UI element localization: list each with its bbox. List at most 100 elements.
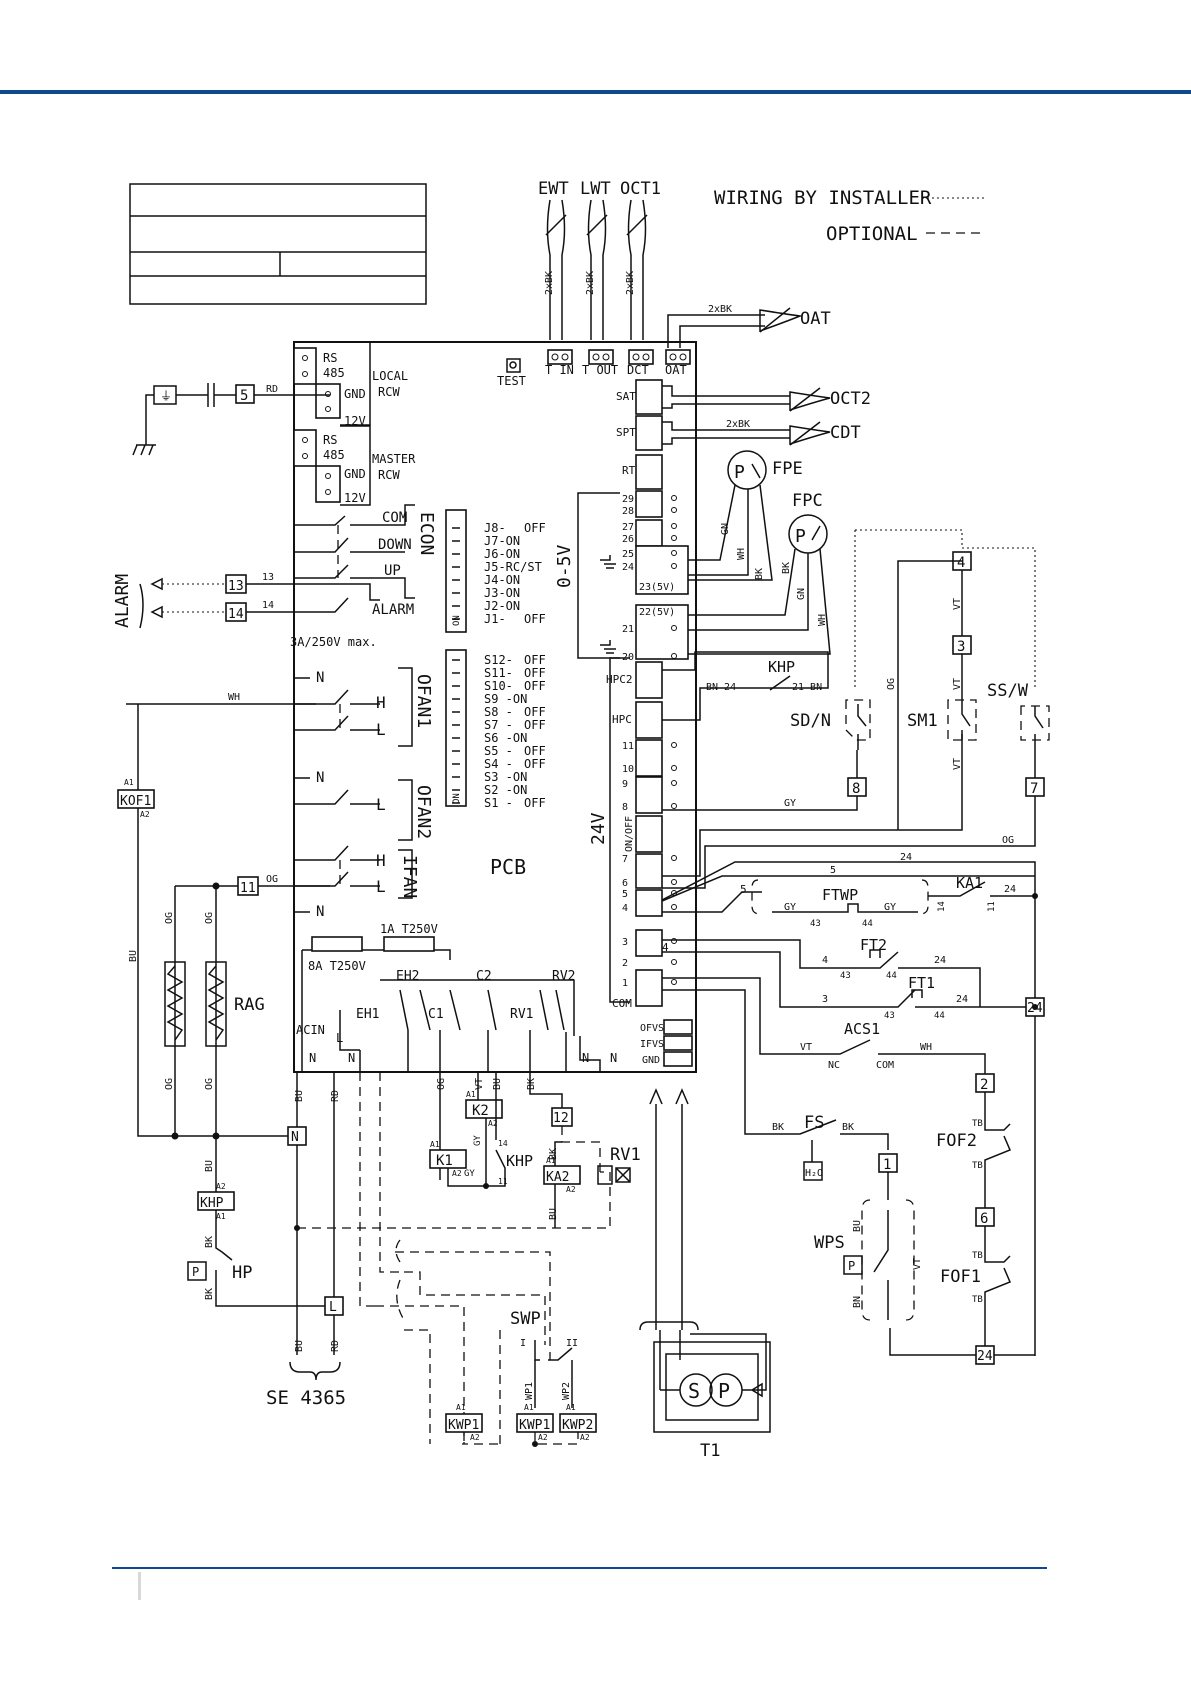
wire-5b: 5 — [740, 883, 747, 896]
jumper-label: J7-ON — [484, 534, 520, 548]
econ-com: COM — [382, 510, 407, 526]
switch-on-label: ON — [452, 793, 462, 804]
wire-label-oat: 2xBK — [708, 304, 732, 315]
pcb-pin-number: 26 — [622, 534, 634, 545]
switch-state: OFF — [524, 744, 546, 758]
fpc-gn: GN — [796, 588, 807, 600]
jumper-state: OFF — [524, 521, 546, 535]
legend-installer-label: WIRING BY INSTALLER — [714, 187, 932, 209]
legend: WIRING BY INSTALLER OPTIONAL — [714, 187, 985, 245]
hp-p: P — [192, 1265, 199, 1279]
ft1-24: 24 — [956, 994, 968, 1005]
pcb-right-connectors: SAT SPT RT HPC2 HPC ON/OFF COM O — [606, 379, 693, 1067]
pcb-label: PCB — [490, 855, 526, 879]
kof1-label: KOF1 — [120, 794, 151, 809]
wire-wh-ofan1: WH — [228, 692, 240, 703]
pcb-pin — [671, 550, 677, 556]
swp-ii: II — [566, 1338, 578, 1349]
c2-label: C2 — [476, 969, 492, 984]
fuse2-label: 1A T250V — [380, 922, 438, 936]
c1-label: C1 — [428, 1007, 444, 1022]
wire-label-oct1: 2xBK — [625, 271, 636, 295]
hp-bk2: BK — [204, 1288, 215, 1300]
swp-i: I — [520, 1338, 526, 1349]
pcb-pin-number: 2 — [622, 958, 628, 969]
legend-optional-label: OPTIONAL — [826, 223, 918, 245]
rag-og4: OG — [204, 1078, 215, 1090]
term-n: N — [291, 1130, 299, 1145]
wire-5: 5 — [830, 865, 836, 876]
pcb-pin — [671, 855, 677, 861]
acin-rd: RD — [330, 1090, 341, 1102]
spt-label: SPT — [616, 426, 636, 439]
khp-hpc: KHP BN 24 21 BN — [662, 651, 829, 721]
switch-label: S6 -ON — [484, 731, 527, 745]
svg-text:RCW: RCW — [378, 468, 400, 482]
pcb-pin — [671, 535, 677, 541]
hpc-label: HPC — [612, 713, 632, 726]
acin-n1: N — [309, 1051, 316, 1065]
pcb-pin-number: 20 — [622, 652, 634, 663]
pcb-pin-number: 8 — [622, 802, 628, 813]
sm1-vt3: VT — [952, 758, 963, 770]
hp-bk1: BK — [204, 1236, 215, 1248]
k2-a1: A1 — [466, 1090, 476, 1099]
pcb-outline — [293, 341, 697, 1073]
wire-label-ewt: 2xBK — [544, 271, 555, 295]
wire-og-7: OG — [1002, 835, 1014, 846]
gnd2-label: GND — [642, 1055, 660, 1066]
ft2-43: 43 — [840, 971, 851, 981]
rag-og3: OG — [164, 1078, 175, 1090]
switch-state: OFF — [524, 796, 546, 810]
t4: 4 — [662, 941, 669, 954]
wps-p: P — [848, 1259, 855, 1273]
t1-p: P — [718, 1379, 730, 1403]
ofan1-label: OFAN1 — [413, 674, 434, 728]
pcb-pin — [671, 803, 677, 809]
k2-vt: VT — [474, 1078, 485, 1090]
header-rule — [0, 90, 1191, 94]
rs485-local: RS 485 GND 12V LOCAL RCW — [293, 341, 408, 428]
k1-gy: GY — [464, 1169, 475, 1179]
pcb-pin — [671, 959, 677, 965]
pcb-pin-number: 9 — [622, 779, 628, 790]
og-sd: OG — [886, 678, 897, 690]
ifan-label: IFAN — [399, 855, 420, 898]
ifan-h: H — [376, 851, 386, 870]
term-1: 1 — [883, 1157, 891, 1173]
jumper-label: J6-ON — [484, 547, 520, 561]
term-l: L — [329, 1300, 337, 1315]
ofan2-n: N — [316, 770, 324, 786]
fof1-tb1: TB — [972, 1251, 983, 1261]
master-12v-label: 12V — [344, 491, 366, 505]
test-button — [506, 358, 521, 373]
pcb-pin-number: 3 — [622, 937, 628, 948]
rail-0-5v-label: 0-5V — [554, 544, 575, 588]
pcb-pin — [671, 507, 677, 513]
jumper-label: J1- — [484, 612, 506, 626]
ifan-n: N — [316, 904, 324, 920]
ka1-24: 24 — [1004, 884, 1016, 895]
rs485-master: RS 485 GND 12V MASTER RCW — [293, 425, 416, 506]
switch-label: S9 -ON — [484, 692, 527, 706]
hp-label: HP — [232, 1263, 252, 1283]
k1-a1: A1 — [430, 1140, 440, 1149]
sm1-vt1: VT — [952, 598, 963, 610]
kof1-a2: A2 — [140, 810, 150, 819]
acs1-vt: VT — [800, 1042, 812, 1053]
ifvs-label: IFVS — [640, 1039, 664, 1050]
pcb-pin — [671, 780, 677, 786]
pcb-pin-number: 6 — [622, 878, 628, 889]
switch-label: S7 - — [484, 718, 513, 732]
pcb-pin — [671, 742, 677, 748]
fuse1-label: 8A T250V — [308, 959, 366, 973]
pcb-pin-number: 28 — [622, 506, 634, 517]
pcb-power-block: 8A T250V 1A T250V ACIN L N N N N EH2 C2 … — [296, 922, 617, 1072]
swp-wp1: WP1 — [524, 1382, 535, 1400]
rag-label: RAG — [234, 995, 265, 1015]
switch-label: S11- — [484, 666, 513, 680]
term-4: 4 — [957, 555, 965, 571]
sm1-vt2: VT — [952, 678, 963, 690]
k2-a2: A2 — [488, 1119, 498, 1128]
